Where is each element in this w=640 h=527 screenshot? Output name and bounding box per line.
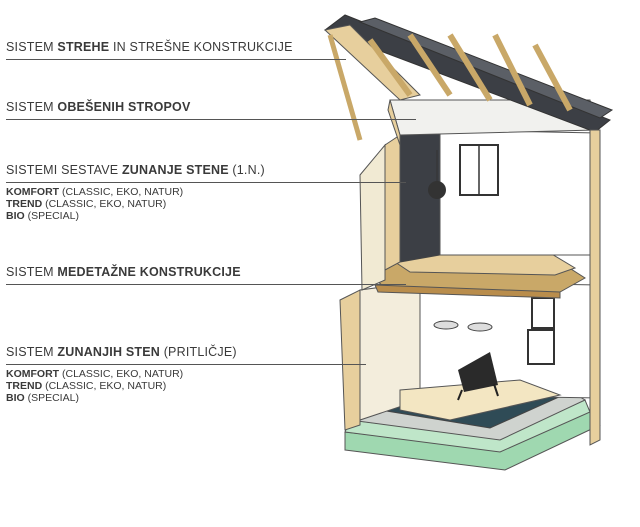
- ground-wall-option-komfort: KOMFORT (CLASSIC, EKO, NATUR): [6, 368, 237, 380]
- leader-floor: [6, 284, 406, 285]
- upper-wall-option-trend: TREND (CLASSIC, EKO, NATUR): [6, 198, 265, 210]
- label-ground-wall-system: SISTEM ZUNANJIH STEN (PRITLIČJE) KOMFORT…: [6, 345, 237, 404]
- label-roof-bold: STREHE: [57, 40, 110, 54]
- label-upper-wall-bold: ZUNANJE STENE: [121, 163, 229, 177]
- label-upper-wall-prefix: SISTEMI SESTAVE: [6, 163, 122, 177]
- label-floor-title: SISTEM MEDETAŽNE KONSTRUKCIJE: [6, 265, 241, 280]
- label-floor-system: SISTEM MEDETAŽNE KONSTRUKCIJE: [6, 265, 241, 280]
- leader-roof: [6, 59, 346, 60]
- ground-floor-furniture: [433, 297, 555, 401]
- label-ground-wall-prefix: SISTEM: [6, 345, 58, 359]
- label-ground-wall-suffix: (PRITLIČJE): [160, 345, 237, 359]
- option-name: BIO: [6, 392, 25, 404]
- label-floor-prefix: SISTEM: [6, 265, 58, 279]
- upper-wall-option-bio: BIO (SPECIAL): [6, 210, 265, 222]
- label-roof-title: SISTEM STREHE IN STREŠNE KONSTRUKCIJE: [6, 40, 293, 55]
- leader-ceiling: [6, 119, 416, 120]
- option-name: BIO: [6, 210, 25, 222]
- option-name: TREND: [6, 380, 43, 392]
- label-ground-wall-bold: ZUNANJIH STEN: [57, 345, 161, 359]
- label-ceiling-title: SISTEM OBEŠENIH STROPOV: [6, 100, 191, 115]
- label-ceiling-system: SISTEM OBEŠENIH STROPOV: [6, 100, 191, 115]
- label-upper-wall-title: SISTEMI SESTAVE ZUNANJE STENE (1.N.): [6, 163, 265, 178]
- label-roof-suffix: IN STREŠNE KONSTRUKCIJE: [109, 40, 293, 54]
- ground-wall-option-trend: TREND (CLASSIC, EKO, NATUR): [6, 380, 237, 392]
- right-wall-section: [589, 129, 601, 446]
- label-floor-bold: MEDETAŽNE KONSTRUKCIJE: [57, 265, 241, 279]
- option-variants: (CLASSIC, EKO, NATUR): [59, 368, 184, 380]
- label-upper-wall-suffix: (1.N.): [228, 163, 265, 177]
- option-name: TREND: [6, 198, 43, 210]
- label-ceiling-bold: OBEŠENIH STROPOV: [57, 100, 191, 114]
- roof: [323, 14, 614, 141]
- label-roof-system: SISTEM STREHE IN STREŠNE KONSTRUKCIJE: [6, 40, 293, 55]
- leader-ground-wall: [6, 364, 366, 365]
- option-name: KOMFORT: [6, 368, 60, 380]
- option-variants: (SPECIAL): [24, 210, 79, 222]
- option-name: KOMFORT: [6, 186, 60, 198]
- upper-wall-option-komfort: KOMFORT (CLASSIC, EKO, NATUR): [6, 186, 265, 198]
- option-variants: (CLASSIC, EKO, NATUR): [59, 186, 184, 198]
- label-ceiling-prefix: SISTEM: [6, 100, 58, 114]
- label-ground-wall-title: SISTEM ZUNANJIH STEN (PRITLIČJE): [6, 345, 237, 360]
- option-variants: (CLASSIC, EKO, NATUR): [42, 380, 167, 392]
- leader-upper-wall: [6, 182, 406, 183]
- option-variants: (CLASSIC, EKO, NATUR): [42, 198, 167, 210]
- ground-wall-option-bio: BIO (SPECIAL): [6, 392, 237, 404]
- label-roof-prefix: SISTEM: [6, 40, 58, 54]
- option-variants: (SPECIAL): [24, 392, 79, 404]
- label-upper-wall-system: SISTEMI SESTAVE ZUNANJE STENE (1.N.) KOM…: [6, 163, 265, 222]
